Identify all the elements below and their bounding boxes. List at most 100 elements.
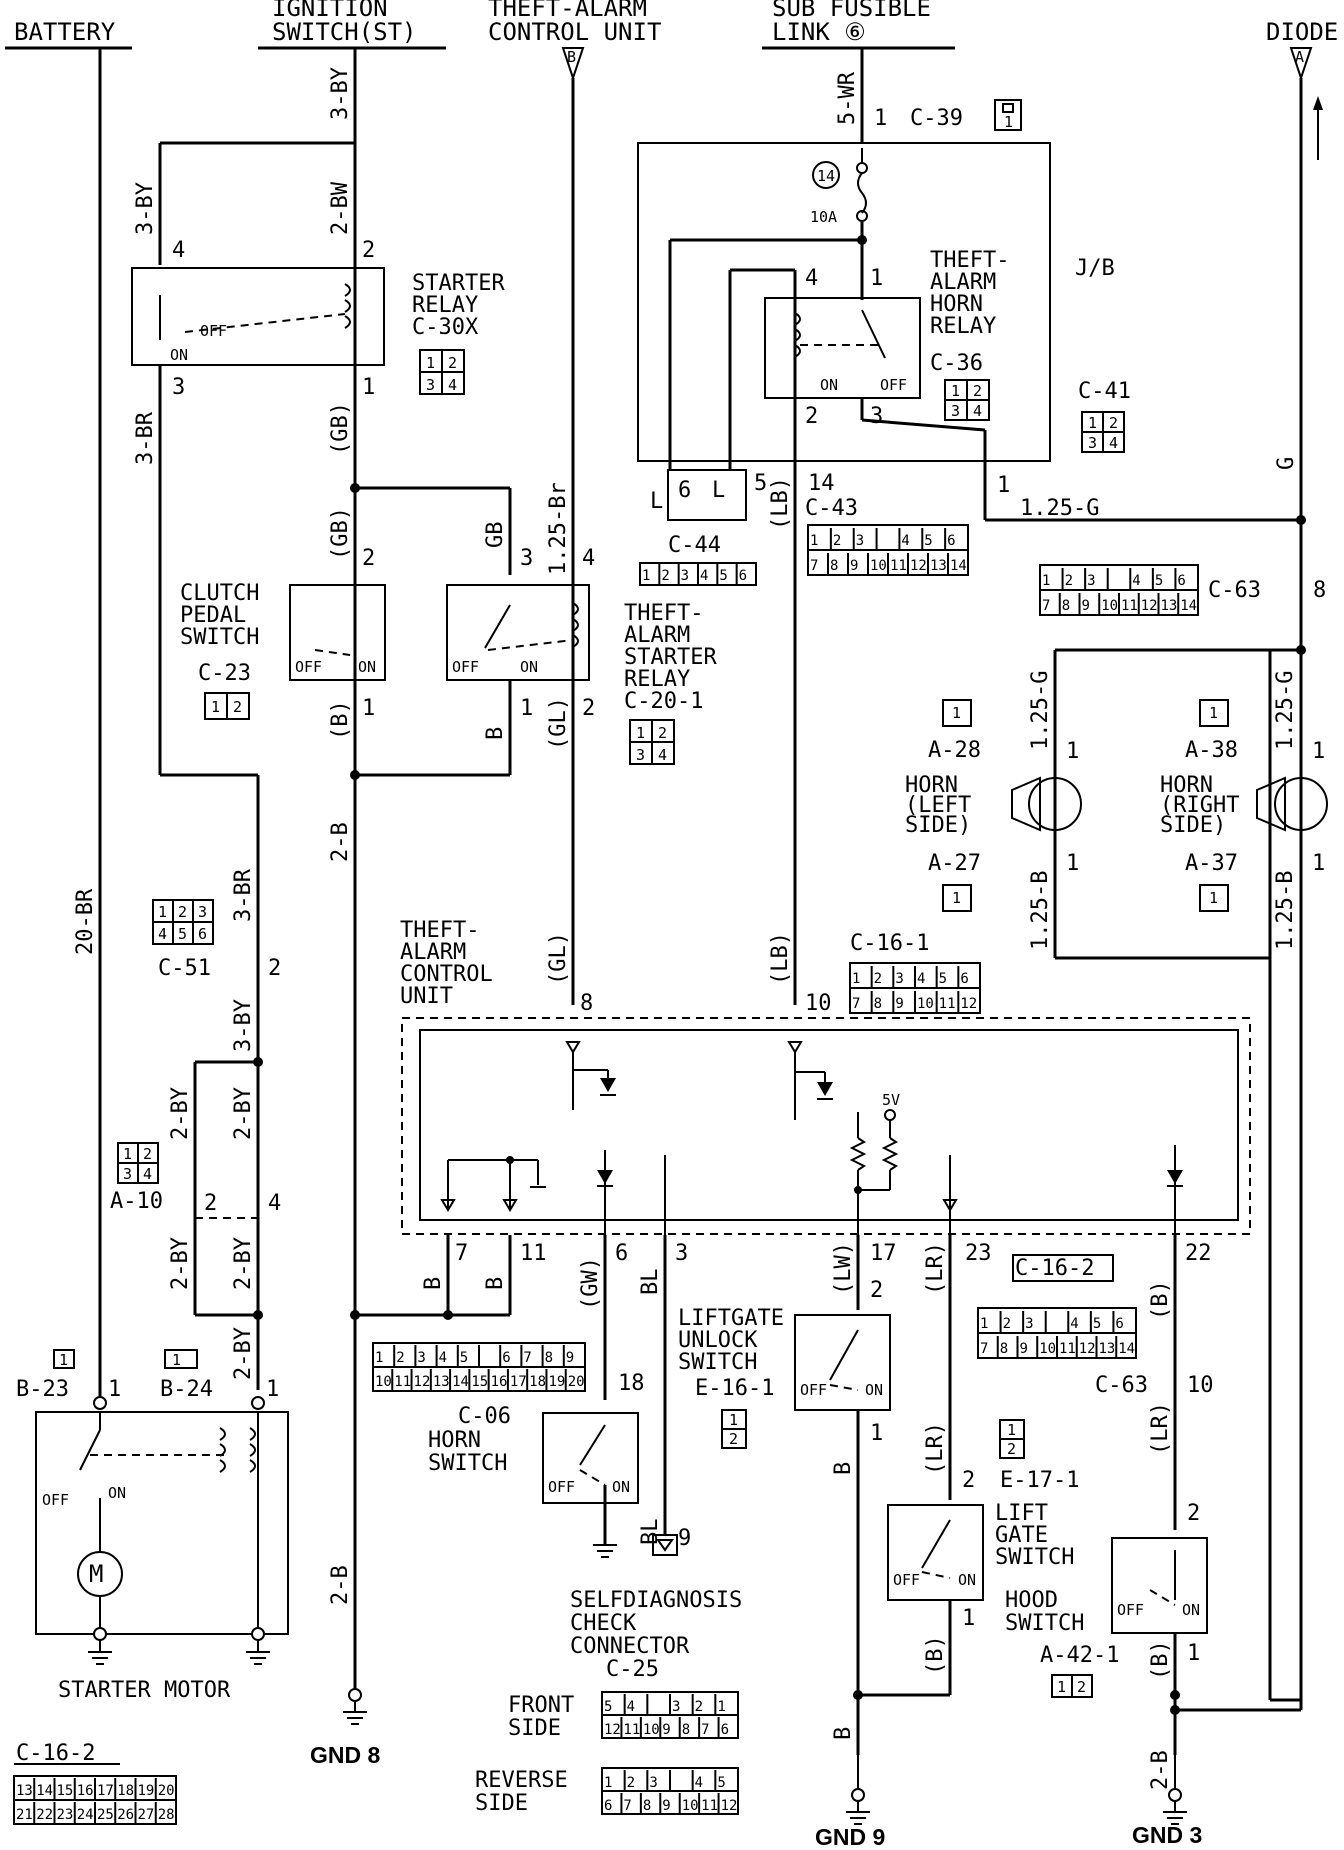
on-label: ON bbox=[358, 658, 376, 676]
svg-text:3: 3 bbox=[198, 903, 207, 921]
svg-text:4: 4 bbox=[158, 925, 167, 943]
on-label: ON bbox=[520, 658, 538, 676]
pin-1: 1 bbox=[108, 1377, 121, 1402]
horn-switch: OFF ON HORN SWITCH bbox=[428, 1412, 639, 1504]
wire-gl-1: (GL) bbox=[546, 697, 571, 750]
ref-a-label: A bbox=[1295, 48, 1304, 66]
svg-text:1: 1 bbox=[172, 1351, 181, 1369]
off-label: OFF bbox=[880, 376, 907, 394]
svg-text:2: 2 bbox=[729, 1430, 738, 1448]
a27-label: A-27 bbox=[928, 851, 981, 876]
off-label: OFF bbox=[452, 658, 479, 676]
tasr-label-2: ALARM bbox=[624, 623, 690, 648]
wire-gb-3: GB bbox=[483, 522, 508, 549]
connector-pin: 3 bbox=[417, 1350, 425, 1366]
svg-text:2: 2 bbox=[658, 724, 667, 742]
off-label: OFF bbox=[200, 322, 227, 340]
horn-right: 1 1 HORN (RIGHT SIDE) A-38 A-37 1 1 bbox=[1160, 699, 1328, 912]
lg-label-2: GATE bbox=[995, 1523, 1048, 1548]
connector-pin: 3 bbox=[1025, 1316, 1033, 1332]
wire-gw: (GW) bbox=[578, 1257, 603, 1310]
pin-4: 4 bbox=[805, 266, 818, 291]
tacu-source-label-1: THEFT-ALARM bbox=[488, 0, 647, 22]
tahr-label-1: THEFT- bbox=[930, 248, 1009, 273]
connector-pin: 1 bbox=[717, 1699, 725, 1715]
svg-text:2: 2 bbox=[233, 698, 242, 716]
connector-pin: 3 bbox=[672, 1699, 680, 1715]
pin-1: 1 bbox=[1187, 1641, 1200, 1666]
pin-8: 8 bbox=[580, 991, 593, 1016]
gnd9: GND 9 bbox=[815, 1755, 885, 1850]
svg-text:2: 2 bbox=[178, 903, 187, 921]
tahr-label-4: RELAY bbox=[930, 314, 996, 339]
c162-label: C-16-2 bbox=[1015, 1256, 1094, 1281]
svg-text:1: 1 bbox=[123, 1145, 132, 1163]
fuse-14: 14 10A bbox=[810, 148, 868, 226]
connector-pin: 6 bbox=[604, 1798, 612, 1814]
svg-text:2: 2 bbox=[1007, 1440, 1016, 1458]
svg-text:3: 3 bbox=[951, 402, 960, 420]
connector-pin: 8 bbox=[682, 1722, 690, 1738]
gnd3-label: GND 3 bbox=[1132, 1822, 1202, 1848]
tasr-connector: C-20-1 bbox=[624, 689, 703, 714]
off-label: OFF bbox=[42, 1491, 69, 1509]
c43-label: C-43 bbox=[805, 496, 858, 521]
connector-pin: 15 bbox=[57, 1783, 74, 1799]
lg-connector: E-17-1 bbox=[1000, 1468, 1079, 1493]
wire-3by-2: 3-BY bbox=[231, 999, 256, 1052]
clutch-label-3: SWITCH bbox=[180, 625, 259, 650]
pin-1: 1 bbox=[1066, 739, 1079, 764]
pin-1: 1 bbox=[874, 106, 887, 131]
connector-pin: 5 bbox=[924, 533, 932, 549]
relay-coil-icon bbox=[794, 312, 801, 358]
wire-125g-r: 1.25-G bbox=[1273, 671, 1298, 750]
flow-arrow-icon bbox=[1313, 96, 1323, 110]
connector-pin: 13 bbox=[930, 558, 947, 574]
wire-b-9b: (B) bbox=[923, 1635, 948, 1675]
pin-1: 1 bbox=[362, 696, 375, 721]
relay-coil-icon bbox=[344, 283, 351, 329]
connector-pin: 1 bbox=[1042, 573, 1050, 589]
ref-b-arrow-icon bbox=[561, 47, 585, 82]
connector-pin: 24 bbox=[77, 1807, 94, 1823]
pin-2: 2 bbox=[582, 696, 595, 721]
diode-label: DIODE bbox=[1266, 18, 1338, 46]
battery-label: BATTERY bbox=[14, 18, 116, 46]
clutch-connector: C-23 bbox=[198, 661, 251, 686]
pin-3: 3 bbox=[520, 546, 533, 571]
lgu-connector: E-16-1 bbox=[695, 1376, 774, 1401]
sub-fusible-label-2: LINK ⑥ bbox=[772, 18, 866, 46]
on-label: ON bbox=[1182, 1601, 1200, 1619]
connector-pin: 8 bbox=[1062, 598, 1070, 614]
pin-2: 2 bbox=[362, 546, 375, 571]
connector-pin: 6 bbox=[960, 971, 968, 987]
wire-b-2: B bbox=[483, 727, 508, 740]
wire-lr-2: (LR) bbox=[923, 1422, 948, 1475]
wire-b-11: B bbox=[483, 1277, 508, 1290]
5v-label: 5V bbox=[882, 1091, 900, 1109]
wire-2bw: 2-BW bbox=[328, 181, 353, 235]
wire-b-22: (B) bbox=[1148, 1280, 1173, 1320]
horn-left: 1 1 HORN (LEFT SIDE) A-28 A-27 1 1 bbox=[905, 699, 1082, 912]
horn-right-label-2: (RIGHT bbox=[1160, 793, 1239, 818]
svg-text:3: 3 bbox=[426, 376, 435, 394]
wire-b-9c: B bbox=[831, 1727, 856, 1740]
connector-pin: 1 bbox=[604, 1775, 612, 1791]
connector-pin: 13 bbox=[1161, 598, 1178, 614]
ref-a-arrow-icon bbox=[1289, 47, 1313, 82]
connector-pin: 12 bbox=[910, 558, 927, 574]
connector-pin: 4 bbox=[901, 533, 909, 549]
connector-pin: 15 bbox=[471, 1374, 488, 1390]
connector-pin: 2 bbox=[874, 971, 882, 987]
hood-label-1: HOOD bbox=[1005, 1588, 1058, 1613]
wire-5wr: 5-WR bbox=[835, 71, 860, 125]
pin-23: 23 bbox=[965, 1241, 992, 1266]
pin-2: 2 bbox=[962, 1468, 975, 1493]
connector-pin: 2 bbox=[661, 568, 669, 584]
wire-2by-2: 2-BY bbox=[231, 1087, 256, 1140]
wire-lb-1: (LB) bbox=[768, 477, 793, 530]
connector-pin: 21 bbox=[16, 1807, 33, 1823]
pin-3: 3 bbox=[870, 404, 883, 429]
